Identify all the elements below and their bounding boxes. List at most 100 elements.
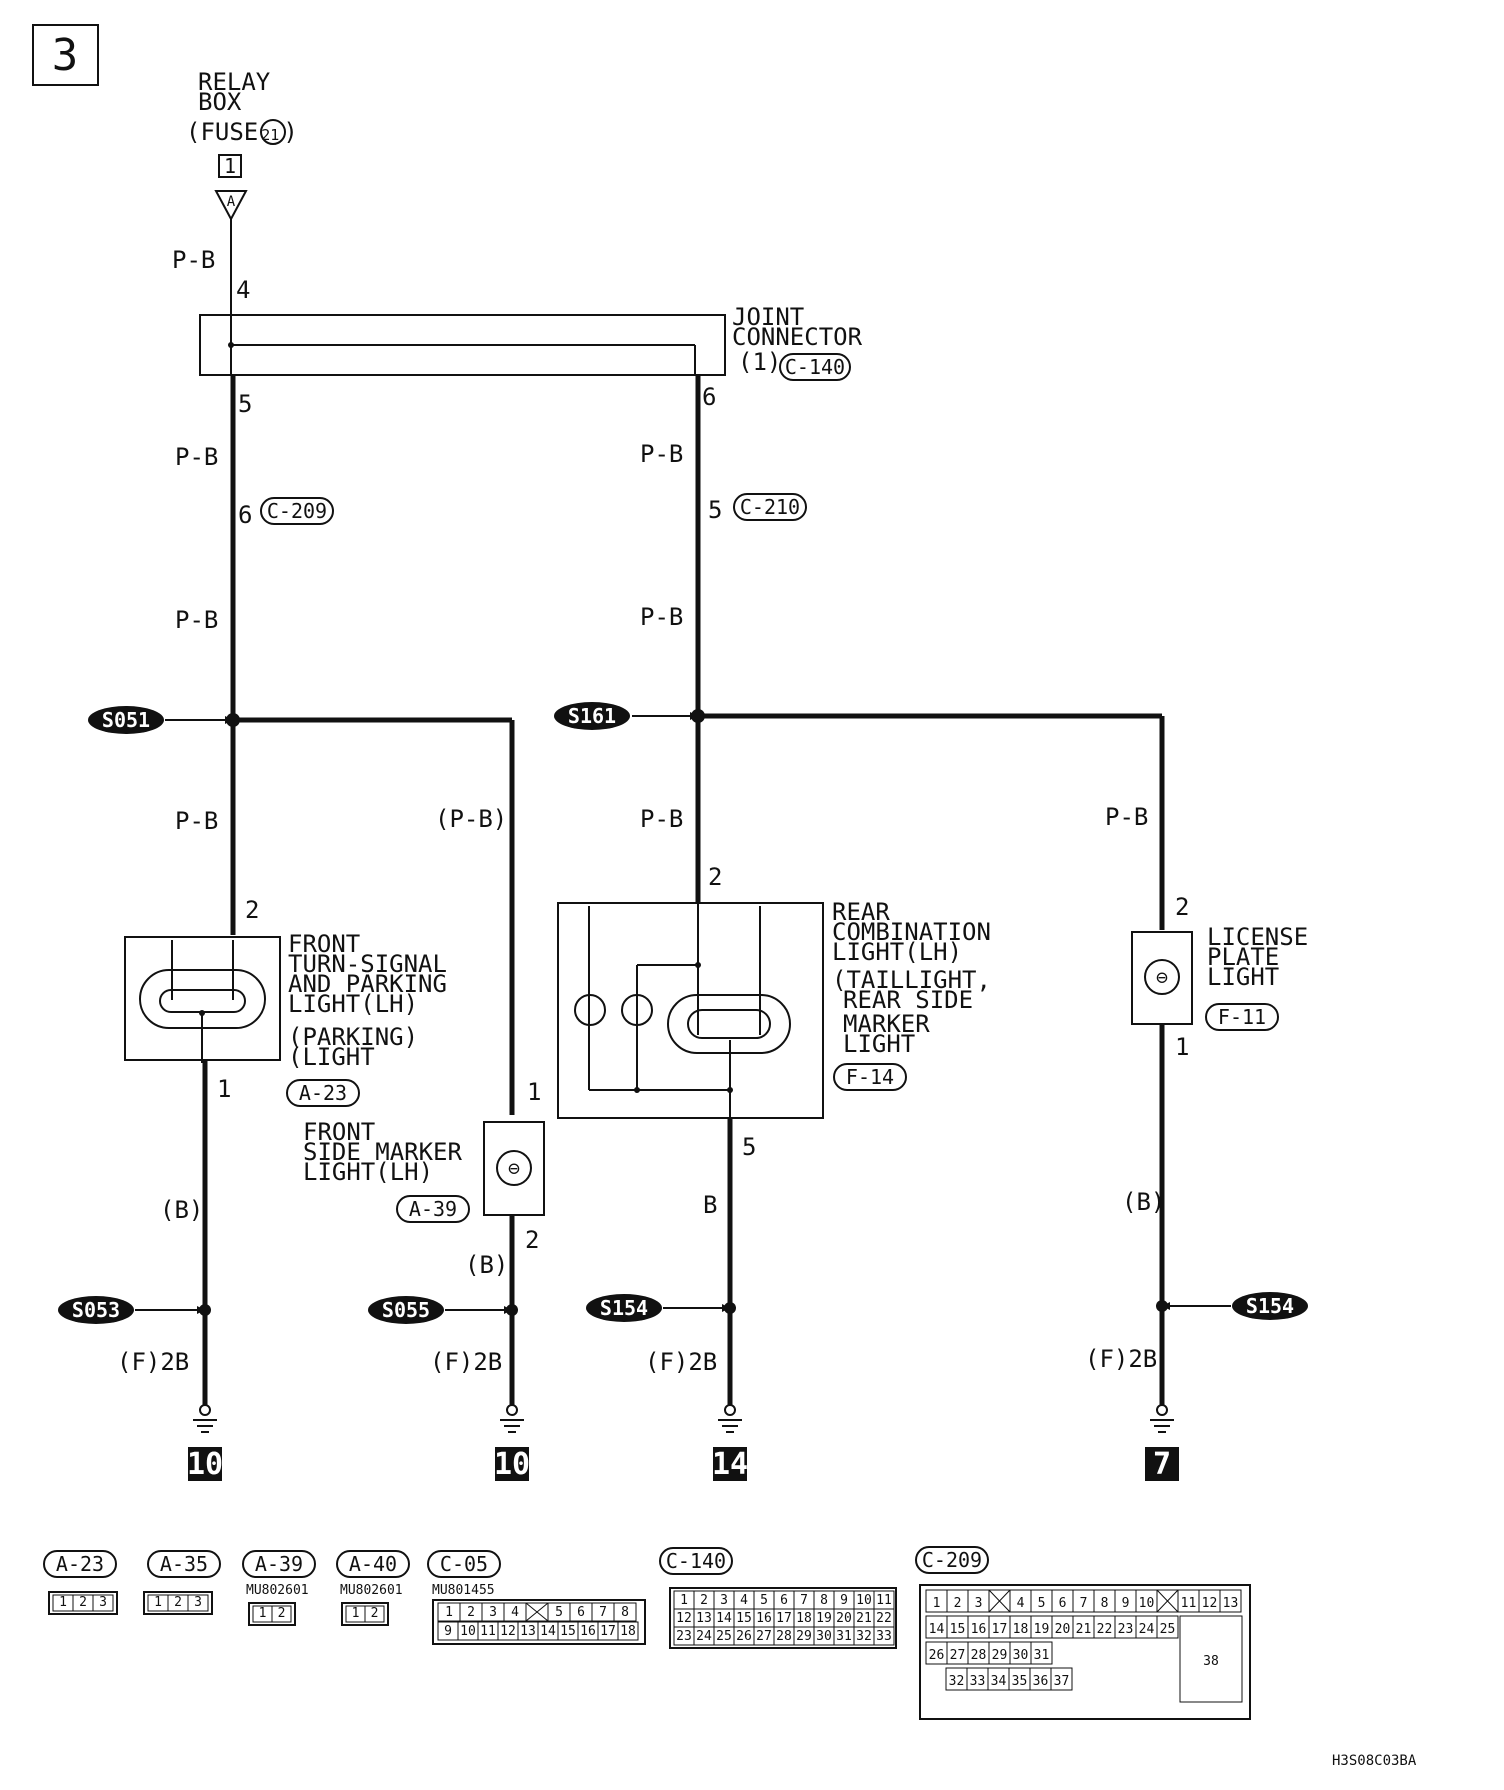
legend-c140-pin: 9 xyxy=(840,1593,848,1608)
legend-c209-cell xyxy=(1156,1615,1179,1639)
rear-combination-light: REAR COMBINATION LIGHT(LH) (TAILLIGHT, R… xyxy=(557,898,991,1120)
wire-label-b-rear: B xyxy=(703,1191,717,1219)
legend-c209-pin: 11 xyxy=(1181,1596,1197,1611)
legend-c140-pin: 8 xyxy=(820,1593,828,1608)
license-plate-light: ⊖ LICENSE PLATE LIGHT F-11 xyxy=(1131,923,1308,1031)
legend-c05-pin: 18 xyxy=(620,1624,636,1639)
legend-c209-pin: 32 xyxy=(949,1674,965,1689)
legend-c05-pin: 12 xyxy=(500,1624,516,1639)
ground-1-num: 10 xyxy=(187,1447,223,1482)
ground-2-label: (F)2B xyxy=(430,1348,502,1376)
rear-combo-sub-1: (TAILLIGHT, xyxy=(832,966,991,994)
wire-label-pb-right-upper: P-B xyxy=(640,440,683,468)
legend-c140-pin: 32 xyxy=(856,1629,872,1644)
legend-c05-pin: 2 xyxy=(467,1605,475,1620)
legend-c05-cell xyxy=(613,1602,637,1622)
rear-combo-label-2: COMBINATION xyxy=(832,918,991,946)
legend-c140-pin: 16 xyxy=(756,1611,772,1626)
rear-combo-sub-2: REAR SIDE xyxy=(843,986,973,1014)
legend-c209-pin: 33 xyxy=(970,1674,986,1689)
relay-terminal-box xyxy=(218,154,242,178)
splice-s154b xyxy=(1232,1292,1308,1320)
joint-connector-label-1: JOINT xyxy=(732,303,804,331)
wire-label-pb-license: P-B xyxy=(1105,803,1148,831)
svg-text:S051: S051 xyxy=(102,708,150,732)
legend-c140-pin: 17 xyxy=(776,1611,792,1626)
side-marker-label-1: FRONT xyxy=(303,1118,375,1146)
legend-c140-pin: 5 xyxy=(760,1593,768,1608)
legend-c140-pin: 10 xyxy=(856,1593,872,1608)
legend-a39-pin: 1 xyxy=(259,1606,267,1621)
front-turn-label-3: AND PARKING xyxy=(288,970,447,998)
splice-s154a xyxy=(586,1294,662,1322)
legend-c209-pin: 7 xyxy=(1080,1596,1088,1611)
wire-label-pb-left-lower: P-B xyxy=(175,807,218,835)
legend-a23-pin: 2 xyxy=(79,1595,87,1610)
legend-c140-pin: 21 xyxy=(856,1611,872,1626)
legend-c209-pin: 1 xyxy=(933,1596,941,1611)
front-turn-label-2: TURN-SIGNAL xyxy=(288,950,447,978)
legend-c209-pin: 4 xyxy=(1017,1596,1025,1611)
legend-c140-pin: 27 xyxy=(756,1629,772,1644)
legend-c140-pin: 20 xyxy=(836,1611,852,1626)
legend-c140-pin: 23 xyxy=(676,1629,692,1644)
legend-a40-part: MU802601 xyxy=(340,1583,403,1598)
ground-4-num: 7 xyxy=(1153,1447,1171,1482)
legend-a23-pin: 3 xyxy=(99,1595,107,1610)
legend-c05-cell xyxy=(617,1621,639,1641)
svg-text:S161: S161 xyxy=(568,704,616,728)
legend-c209-pin: 28 xyxy=(971,1648,987,1663)
legend-c209-pin: 35 xyxy=(1012,1674,1028,1689)
legend-c05-pin: 14 xyxy=(540,1624,556,1639)
legend-c209-code: C-209 xyxy=(922,1548,982,1572)
license-label-2: PLATE xyxy=(1207,943,1279,971)
legend-a23-cell xyxy=(92,1594,114,1612)
legend-a40-code: A-40 xyxy=(349,1552,397,1576)
c209-pin: 6 xyxy=(238,501,252,529)
legend-c209-pin: 20 xyxy=(1055,1622,1071,1637)
legend-c209-pin: 6 xyxy=(1059,1596,1067,1611)
legend-a35-pin: 2 xyxy=(174,1595,182,1610)
legend-c140-pin: 7 xyxy=(800,1593,808,1608)
connector-triangle xyxy=(214,190,248,222)
legend-c140-pin: 30 xyxy=(816,1629,832,1644)
page-number: 3 xyxy=(52,30,79,81)
rear-combo-pin-bottom: 5 xyxy=(742,1133,756,1161)
legend-c140-code: C-140 xyxy=(666,1549,726,1573)
license-label-1: LICENSE xyxy=(1207,923,1308,951)
ground-3: (F)2B 14 xyxy=(645,1348,748,1482)
legend-c140-pin: 24 xyxy=(696,1629,712,1644)
relay-box-label-2: BOX xyxy=(198,88,242,116)
legend-c05-part: MU801455 xyxy=(432,1583,495,1598)
legend-c209-pin: 30 xyxy=(1013,1648,1029,1663)
legend-c209-pin: 13 xyxy=(1223,1596,1239,1611)
legend-c209-pin: 8 xyxy=(1101,1596,1109,1611)
rear-combo-sub-3: MARKER xyxy=(843,1010,930,1038)
license-label-3: LIGHT xyxy=(1207,963,1279,991)
splice-s055 xyxy=(368,1296,444,1324)
legend-c05-pin: 4 xyxy=(511,1605,519,1620)
legend-c209-pin: 34 xyxy=(991,1674,1007,1689)
license-pin-top: 2 xyxy=(1175,893,1189,921)
legend-a40-cell xyxy=(364,1605,385,1623)
legend-a23-code: A-23 xyxy=(56,1552,104,1576)
rear-combo-label-1: REAR xyxy=(832,898,890,926)
legend-c05-pin: 11 xyxy=(480,1624,496,1639)
front-turn-pin-top: 2 xyxy=(245,896,259,924)
legend-c140-pin: 19 xyxy=(816,1611,832,1626)
legend-a40-pin: 1 xyxy=(352,1606,360,1621)
side-marker-label-3: LIGHT(LH) xyxy=(303,1158,433,1186)
joint-pin-right: 6 xyxy=(702,383,716,411)
legend-c140-pin: 4 xyxy=(740,1593,748,1608)
legend-c05-pin: 6 xyxy=(577,1605,585,1620)
splice-s051 xyxy=(88,706,164,734)
legend-c140-pin: 13 xyxy=(696,1611,712,1626)
legend-c209-pin: 2 xyxy=(954,1596,962,1611)
wire-label-b-left: (B) xyxy=(160,1196,203,1224)
front-turn-pin-bottom: 1 xyxy=(217,1075,231,1103)
ground-4-label: (F)2B xyxy=(1085,1345,1157,1373)
c210-code: C-210 xyxy=(740,495,800,519)
joint-pin-in: 4 xyxy=(236,276,250,304)
